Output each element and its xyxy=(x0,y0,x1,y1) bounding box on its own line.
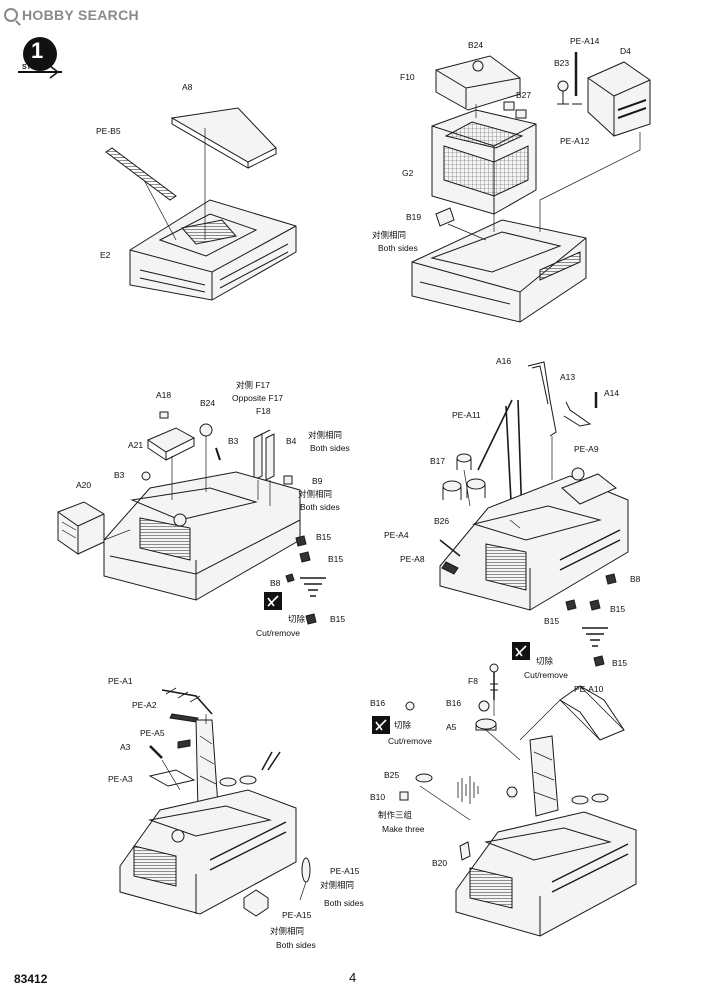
label-pe-a10: PE-A10 xyxy=(574,684,604,694)
page-number: 4 xyxy=(349,970,357,985)
label-cut-cn-2: 切除 xyxy=(536,656,554,666)
label-b19: B19 xyxy=(406,212,421,222)
magnifier-icon xyxy=(4,8,18,22)
label-a14: A14 xyxy=(604,388,619,398)
label-pe-a9: PE-A9 xyxy=(574,444,599,454)
label-b3-b: B3 xyxy=(114,470,125,480)
label-cut-en-1: Cut/remove xyxy=(256,628,300,638)
label-pe-a11: PE-A11 xyxy=(452,410,481,420)
label-f8: F8 xyxy=(468,676,478,686)
label-b27: B27 xyxy=(516,90,531,100)
label-b15-e: B15 xyxy=(544,616,559,626)
panel-deck-base xyxy=(105,107,297,301)
label-g2: G2 xyxy=(402,168,414,178)
product-code: 83412 xyxy=(14,972,48,986)
label-b15-f: B15 xyxy=(612,658,627,668)
label-both-sides-3: Both sides xyxy=(300,502,340,512)
label-d4: D4 xyxy=(620,46,631,56)
label-pe-a5: PE-A5 xyxy=(140,728,165,738)
label-a5: A5 xyxy=(446,722,457,732)
label-b8-b: B8 xyxy=(630,574,641,584)
cut-icons xyxy=(264,592,530,734)
label-pe-a12: PE-A12 xyxy=(560,136,590,146)
label-b26: B26 xyxy=(434,516,449,526)
label-pe-a1: PE-A1 xyxy=(108,676,133,686)
label-opposite-en: Opposite F17 xyxy=(232,393,283,403)
label-both-sides-1: Both sides xyxy=(378,243,418,253)
label-f18: F18 xyxy=(256,406,271,416)
label-pe-b5: PE-B5 xyxy=(96,126,121,136)
label-both-sides-cn-3: 对侧相同 xyxy=(298,489,332,499)
label-both-sides-cn-4: 对侧相同 xyxy=(320,880,354,890)
label-a3: A3 xyxy=(120,742,131,752)
label-b20: B20 xyxy=(432,858,447,868)
label-b15-c: B15 xyxy=(330,614,345,624)
label-a21: A21 xyxy=(128,440,143,450)
label-pe-a3: PE-A3 xyxy=(108,774,133,784)
label-b3-a: B3 xyxy=(228,436,239,446)
label-pe-a4: PE-A4 xyxy=(384,530,409,540)
label-pe-a15-a: PE-A15 xyxy=(330,866,360,876)
step-circle xyxy=(23,37,57,71)
label-make-cn: 制作三组 xyxy=(378,810,413,820)
panel-superstructure xyxy=(411,52,651,323)
part-labels: A8 PE-B5 E2 B24 PE-A14 B23 D4 F10 B27 PE… xyxy=(76,36,641,950)
label-opposite-cn: 对侧 F17 xyxy=(236,380,270,390)
label-cut-cn-1: 切除 xyxy=(288,614,306,624)
label-pe-a14-top: PE-A14 xyxy=(570,36,600,46)
step-number: 1 xyxy=(31,38,44,63)
label-b8-a: B8 xyxy=(270,578,281,588)
label-f10: F10 xyxy=(400,72,415,82)
label-a16: A16 xyxy=(496,356,511,366)
label-b15-d: B15 xyxy=(610,604,625,614)
label-b15-b: B15 xyxy=(328,554,343,564)
label-cut-cn-3: 切除 xyxy=(394,720,412,730)
label-cut-en-2: Cut/remove xyxy=(524,670,568,680)
watermark: HOBBY SEARCH xyxy=(4,4,139,26)
label-b10: B10 xyxy=(370,792,385,802)
label-b16-b: B16 xyxy=(446,698,461,708)
label-b24-mid: B24 xyxy=(200,398,215,408)
label-cut-en-3: Cut/remove xyxy=(388,736,432,746)
label-both-sides-4: Both sides xyxy=(324,898,364,908)
label-b24-top: B24 xyxy=(468,40,483,50)
label-b25: B25 xyxy=(384,770,399,780)
panel-radar-right xyxy=(399,663,637,937)
label-both-sides-2: Both sides xyxy=(310,443,350,453)
label-both-sides-cn-5: 对侧相同 xyxy=(270,926,304,936)
label-both-sides-cn-2: 对侧相同 xyxy=(308,430,342,440)
label-pe-a15-b: PE-A15 xyxy=(282,910,312,920)
label-both-sides-cn-1: 对侧相同 xyxy=(372,230,406,240)
label-pe-a2: PE-A2 xyxy=(132,700,157,710)
label-b23: B23 xyxy=(554,58,569,68)
label-b9: B9 xyxy=(312,476,323,486)
step-badge xyxy=(18,37,62,79)
label-make-en: Make three xyxy=(382,824,425,834)
panel-radar-left xyxy=(119,687,311,917)
step-word: STEP xyxy=(22,64,41,71)
label-b4: B4 xyxy=(286,436,297,446)
label-pe-a8: PE-A8 xyxy=(400,554,425,564)
label-e2: E2 xyxy=(100,250,111,260)
label-a13: A13 xyxy=(560,372,575,382)
label-a18: A18 xyxy=(156,390,171,400)
label-b16-a: B16 xyxy=(370,698,385,708)
label-b17: B17 xyxy=(430,456,445,466)
step-arrow-icon xyxy=(49,65,60,79)
panel-bridge-assembly xyxy=(57,411,326,625)
label-both-sides-5: Both sides xyxy=(276,940,316,950)
watermark-text: HOBBY SEARCH xyxy=(22,7,139,23)
label-b15-a: B15 xyxy=(316,532,331,542)
panel-mast-assembly xyxy=(439,361,629,667)
label-a8: A8 xyxy=(182,82,193,92)
label-a20: A20 xyxy=(76,480,91,490)
